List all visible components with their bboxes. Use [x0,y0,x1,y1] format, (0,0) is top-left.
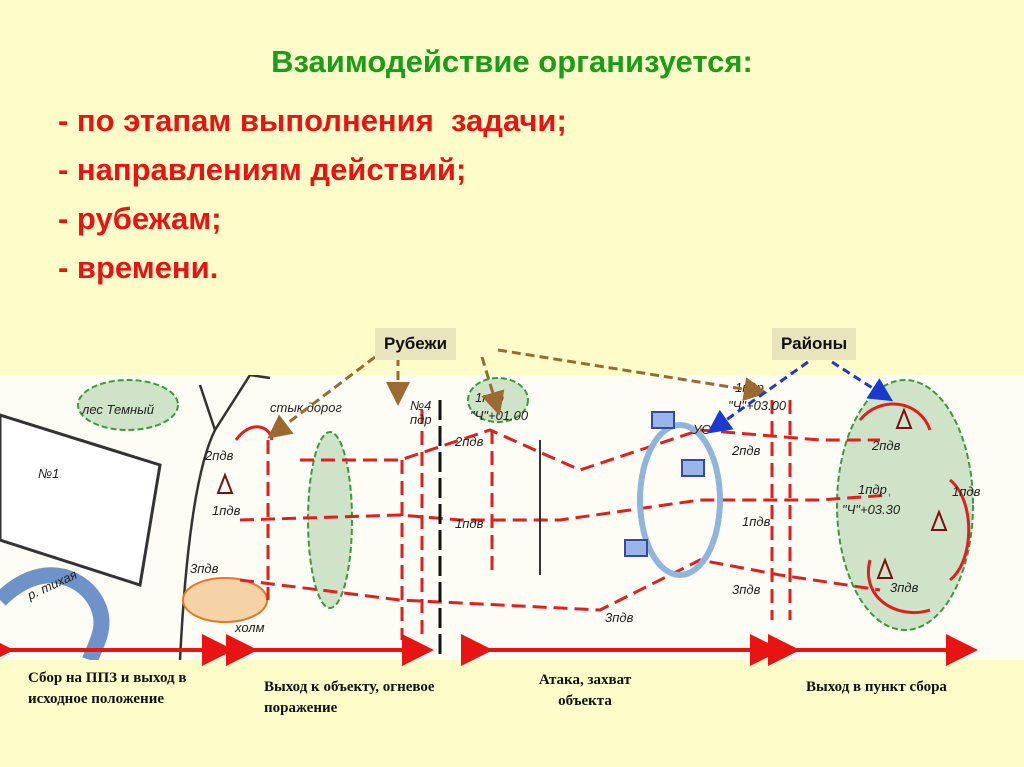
map-label: "Ч"+03.30 [842,502,901,517]
road [178,373,271,661]
item: - направлениям действий; [58,152,467,187]
map-label: пдр [410,412,432,427]
map-label: УО [692,422,711,437]
map-drawing: лес Темный стык дорог №1 2пдв 1пдв 3пдв … [0,373,981,663]
phase-1: Сбор на ППЗ и выход в исходное положение [28,670,187,707]
item: - времени. [58,250,219,285]
map-label: 1пдр [858,482,887,497]
item-list: - по этапам выполнения задачи; - направл… [58,96,567,292]
hill [182,577,268,623]
map-label: 1пдр [475,390,504,405]
forest-temny [77,379,179,431]
map-label: 3пдв [190,561,219,576]
tactical-map: лес Темный стык дорог №1 2пдв 1пдв 3пдв … [0,373,1024,663]
map-label: 2пдв [454,434,484,449]
item: - рубежам; [58,201,222,236]
map-label: "Ч"+01.00 [470,408,529,423]
map-label: 1пдв [742,514,771,529]
map-label: 3пдв [732,582,761,597]
map-label: лес Темный [81,402,154,417]
phase-3: Атака, захват объекта [538,672,632,709]
map-label: №1 [38,466,59,481]
forest-area [836,379,974,631]
map-label: холм [234,620,265,635]
item: - по этапам выполнения задачи; [58,103,567,138]
map-label: "Ч"+03.00 [728,398,787,413]
map-label: стык дорог [270,400,343,415]
map-label: 3пдв [890,580,919,595]
map-label: 1пдв [455,516,484,531]
callout-areas: Районы [772,328,857,360]
map-label: 2пдв [204,448,234,463]
map-label: 1пдр [735,380,764,395]
building [0,413,162,587]
map-label: 1пдв [952,484,981,499]
map-label: №4 [410,398,431,413]
map-label: 1пдв [212,503,241,518]
map-label: 3пдв [605,610,634,625]
phase-2: Выход к объекту, огневое поражение [264,679,435,716]
forest-strip [307,431,353,609]
slide-title: Взаимодействие организуется: [271,44,753,79]
phase-4: Выход в пункт сбора [806,679,947,695]
callout-lines: Рубежи [375,328,457,360]
map-label: 2пдв [731,443,761,458]
objective-ring [637,422,723,578]
map-label: 2пдв [871,438,901,453]
